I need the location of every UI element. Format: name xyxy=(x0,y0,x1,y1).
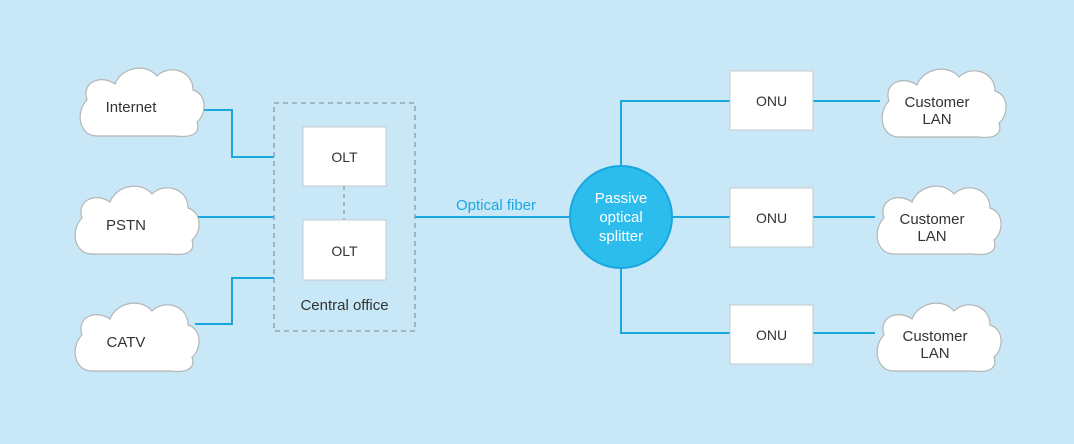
splitter-label-line: Passive xyxy=(595,190,648,207)
link-catv-to-office xyxy=(195,277,274,325)
onu-box xyxy=(729,187,814,248)
onu-node-1: ONU xyxy=(729,70,814,131)
customer-label-line: LAN xyxy=(917,228,946,245)
splitter-label-line: optical xyxy=(599,209,642,226)
source-label: PSTN xyxy=(106,217,146,234)
customer-cloud-2: Customer LAN xyxy=(876,185,1002,256)
olt-label: OLT xyxy=(331,243,358,259)
onu-label: ONU xyxy=(756,93,787,109)
onu-label: ONU xyxy=(756,327,787,343)
source-label: Internet xyxy=(106,99,158,116)
customer-label-line: Customer xyxy=(904,94,969,111)
link-splitter-to-onu-1 xyxy=(620,100,730,166)
customer-cloud-3: Customer LAN xyxy=(876,302,1002,373)
onu-box xyxy=(729,70,814,131)
customer-label-line: Customer xyxy=(902,328,967,345)
source-cloud-internet: Internet xyxy=(79,67,205,138)
olt-box-2 xyxy=(302,219,387,281)
splitter-circle xyxy=(569,165,673,269)
optical-fiber-label: Optical fiber xyxy=(456,197,536,214)
cloud-icon xyxy=(876,302,1002,373)
cloud-icon xyxy=(881,68,1007,139)
cloud-icon xyxy=(74,185,200,256)
central-office: OLT OLT Central office xyxy=(273,102,416,332)
cloud-icon xyxy=(74,302,200,373)
olt-box-1 xyxy=(302,126,387,187)
onu-box xyxy=(729,304,814,365)
connections xyxy=(195,100,880,334)
customer-cloud-1: Customer LAN xyxy=(881,68,1007,139)
passive-optical-splitter: Passive optical splitter xyxy=(569,165,673,269)
central-office-label: Central office xyxy=(300,297,388,314)
source-label: CATV xyxy=(107,334,146,351)
source-cloud-catv: CATV xyxy=(74,302,200,373)
customer-label-line: LAN xyxy=(920,345,949,362)
customer-label-line: Customer xyxy=(899,211,964,228)
onu-node-2: ONU xyxy=(729,187,814,248)
onu-node-3: ONU xyxy=(729,304,814,365)
cloud-icon xyxy=(876,185,1002,256)
olt-label: OLT xyxy=(331,149,358,165)
source-cloud-pstn: PSTN xyxy=(74,185,200,256)
link-internet-to-office xyxy=(200,109,274,158)
customer-label-line: LAN xyxy=(922,111,951,128)
central-office-boundary xyxy=(273,102,416,332)
link-splitter-to-onu-3 xyxy=(620,268,730,334)
onu-label: ONU xyxy=(756,210,787,226)
cloud-icon xyxy=(79,67,205,138)
splitter-label-line: splitter xyxy=(599,228,643,245)
